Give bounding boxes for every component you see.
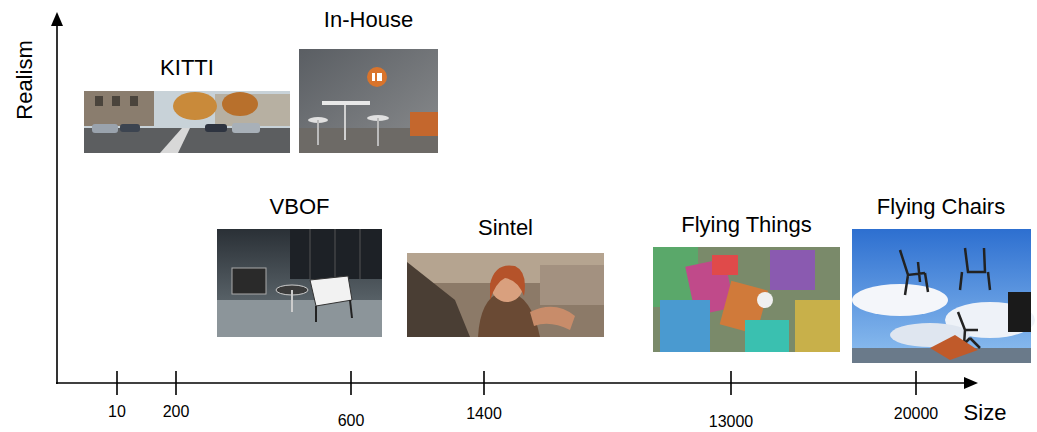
dataset-panel: Flying Chairs [852, 194, 1031, 363]
vbof-image [217, 229, 382, 337]
dataset-panel: Sintel [407, 215, 604, 337]
kitti-image [84, 91, 290, 153]
dataset-name: VBOF [217, 194, 382, 220]
tick-label: 200 [163, 403, 190, 421]
dataset-name: Flying Things [653, 212, 840, 238]
sintel-image [407, 253, 604, 337]
dataset-panel: VBOF [217, 194, 382, 337]
tick-label: 600 [338, 412, 365, 430]
dataset-name: Sintel [407, 215, 604, 241]
tick-label: 13000 [709, 413, 754, 431]
dataset-panel: In-House [299, 7, 438, 153]
dataset-name: In-House [299, 7, 438, 33]
axes [51, 12, 978, 395]
axis-title: Realism [12, 40, 38, 119]
flying-things-image [653, 247, 840, 352]
flying-chairs-image [852, 229, 1035, 363]
dataset-name: KITTI [84, 55, 290, 81]
dataset-name: Flying Chairs [851, 194, 1031, 220]
tick-label: 10 [108, 403, 126, 421]
tick-label: 20000 [894, 405, 939, 423]
axis-title: Size [964, 400, 1007, 426]
tick-label: 1400 [466, 405, 502, 423]
in-house-image [299, 49, 438, 153]
dataset-panel: Flying Things [653, 212, 840, 352]
dataset-panel: KITTI [84, 55, 290, 153]
